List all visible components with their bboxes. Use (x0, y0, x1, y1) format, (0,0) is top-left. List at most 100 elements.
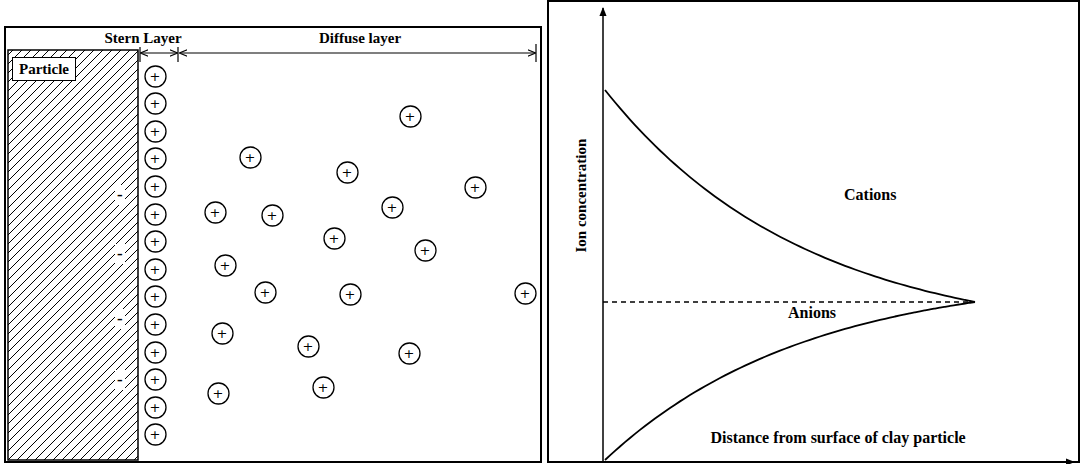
ion-circle (340, 284, 361, 305)
ion-circle (145, 369, 166, 390)
ion-circle (212, 323, 233, 344)
ion-circle (215, 255, 236, 276)
cation-circle: + (323, 227, 346, 250)
charge-sign: + (207, 382, 230, 405)
cation-circle: + (399, 105, 422, 128)
ion-circle (145, 121, 166, 142)
ion-circle (240, 147, 261, 168)
charge-sign: + (211, 322, 234, 345)
ion-circle (515, 283, 536, 304)
layer-name: Diffuse layer (317, 30, 403, 47)
ion-circle (145, 342, 166, 363)
cation-circle: + (144, 147, 167, 170)
charge-sign: + (144, 285, 167, 308)
ion-circle (465, 177, 486, 198)
charge-sign: + (144, 203, 167, 226)
charge-sign: + (144, 313, 167, 336)
charge-sign: + (144, 230, 167, 253)
cation-circle: + (514, 282, 537, 305)
cation-circle: + (381, 196, 404, 219)
cation-circle: + (464, 176, 487, 199)
cation-circle: + (297, 335, 320, 358)
cation-circle: + (144, 120, 167, 143)
charge-sign: + (464, 176, 487, 199)
cation-circle: + (414, 239, 437, 262)
charge-sign: + (144, 175, 167, 198)
cation-circle: + (398, 342, 421, 365)
charge-sign: + (144, 396, 167, 419)
cation-circle: + (144, 175, 167, 198)
cation-circle: + (211, 322, 234, 345)
charge-sign: + (144, 258, 167, 281)
charge-sign: + (144, 341, 167, 364)
cation-circle: + (207, 382, 230, 405)
cation-circle: + (204, 201, 227, 224)
ion-circle (145, 176, 166, 197)
ion-circle (262, 205, 283, 226)
ion-circle (382, 197, 403, 218)
charge-sign: + (398, 342, 421, 365)
cation-circle: + (144, 65, 167, 88)
cation-circle: + (239, 146, 262, 169)
charge-sign: + (381, 196, 404, 219)
curve-label: Anions (786, 304, 838, 322)
charge-sign: - (115, 370, 125, 390)
right-panel-frame (548, 1, 1079, 462)
left-panel-frame (5, 27, 541, 462)
ion-circle (415, 240, 436, 261)
charge-sign: + (323, 227, 346, 250)
ion-circle (145, 259, 166, 280)
charge-sign: + (339, 283, 362, 306)
cation-circle: + (144, 341, 167, 364)
cation-circle: + (144, 203, 167, 226)
cation-circle: + (144, 285, 167, 308)
y-axis (602, 8, 604, 462)
ion-circle (208, 383, 229, 404)
layer-name: Stern Layer (103, 30, 184, 47)
charge-sign: + (144, 423, 167, 446)
charge-sign: + (204, 201, 227, 224)
charge-sign: + (261, 204, 284, 227)
cation-circle: + (144, 313, 167, 336)
charge-sign: + (254, 281, 277, 304)
charge-sign: + (414, 239, 437, 262)
charge-sign: + (214, 254, 237, 277)
charge-sign: + (144, 65, 167, 88)
cation-circle: + (144, 396, 167, 419)
cation-circle: + (312, 376, 335, 399)
charge-sign: + (336, 161, 359, 184)
ion-circle (313, 377, 334, 398)
cation-curve (605, 90, 975, 302)
ion-circle (145, 93, 166, 114)
ion-circle (324, 228, 345, 249)
ion-circle (145, 204, 166, 225)
charge-sign: + (144, 147, 167, 170)
cation-circle: + (254, 281, 277, 304)
ion-circle (145, 397, 166, 418)
charge-sign: + (144, 92, 167, 115)
particle-label: Particle (19, 60, 69, 78)
ion-circle (400, 106, 421, 127)
ion-circle (205, 202, 226, 223)
charge-sign: + (239, 146, 262, 169)
ion-circle (255, 282, 276, 303)
clay-particle (8, 50, 138, 460)
charge-sign: + (312, 376, 335, 399)
ion-circle (145, 314, 166, 335)
ion-circle (145, 286, 166, 307)
cation-circle: + (261, 204, 284, 227)
bulk-concentration-line (603, 301, 975, 302)
x-axis (603, 461, 1074, 463)
ion-circle (337, 162, 358, 183)
cation-circle: + (144, 368, 167, 391)
cation-circle: + (336, 161, 359, 184)
anion-curve (605, 302, 975, 460)
charge-sign: - (115, 309, 125, 329)
ion-circle (399, 343, 420, 364)
ion-circle (145, 66, 166, 87)
charge-sign: + (297, 335, 320, 358)
cation-circle: + (144, 258, 167, 281)
cation-circle: + (214, 254, 237, 277)
axis-title: Distance from surface of clay particle (709, 429, 968, 447)
ion-circle (298, 336, 319, 357)
